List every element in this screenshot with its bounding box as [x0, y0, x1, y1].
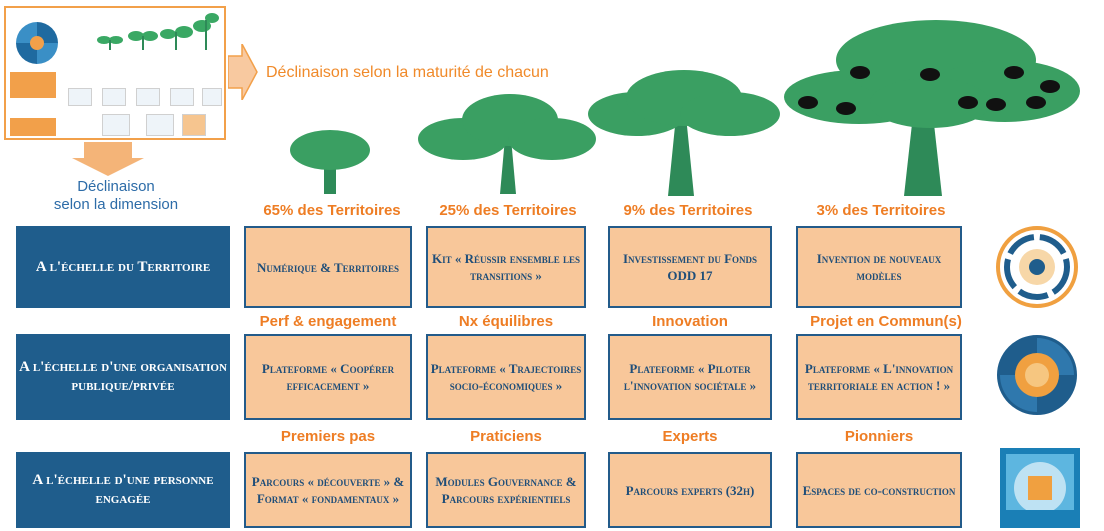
slide-thumbnail [4, 6, 226, 140]
arrow-down-head-icon [72, 158, 144, 176]
person-badge-icon [1000, 448, 1080, 528]
cell: Investissement du Fonds ODD 17 [608, 226, 772, 308]
cell: Kit « Réussir ensemble les transitions » [426, 226, 586, 308]
column-header: 9% des Territoires [623, 202, 753, 219]
thumbnail-orange-block [10, 72, 56, 98]
cell: Plateforme « L'innovation territoriale e… [796, 334, 962, 420]
cell: Plateforme « Trajectoires socio-économiq… [426, 334, 586, 420]
row-subheader: Pionniers [844, 428, 914, 445]
fruit-icon [986, 98, 1006, 111]
maturity-caption: Déclinaison selon la maturité de chacun [266, 64, 549, 81]
cell: Modules Gouvernance & Parcours expérient… [426, 452, 586, 528]
fruit-icon [850, 66, 870, 79]
partner-logo-icon [68, 88, 92, 106]
column-header: 65% des Territoires [263, 202, 401, 219]
arrow-down-icon [84, 142, 132, 158]
fruit-icon [836, 102, 856, 115]
arrow-right-icon [228, 44, 258, 100]
row-subheader: Experts [662, 428, 718, 445]
fruit-icon [920, 68, 940, 81]
cell: Parcours experts (32h) [608, 452, 772, 528]
thumbnail-orange-block-small [10, 118, 56, 136]
cell: Plateforme « Piloter l'innovation sociét… [608, 334, 772, 420]
organisation-badge-icon [995, 333, 1079, 417]
fruit-icon [958, 96, 978, 109]
cell: Parcours « découverte » & Format « fonda… [244, 452, 412, 528]
partner-logo-icon [136, 88, 160, 106]
sprouts-icon [97, 13, 219, 50]
fruit-icon [798, 96, 818, 109]
cell: Numérique & Territoires [244, 226, 412, 308]
row-subheader: Nx équilibres [458, 313, 554, 330]
partner-logo-icon [202, 88, 222, 106]
partner-logo-icon [102, 114, 130, 136]
column-header: 25% des Territoires [439, 202, 577, 219]
row-subheader: Praticiens [470, 428, 542, 445]
fruit-icon [1040, 80, 1060, 93]
row-label-territoire: A l'échelle du Territoire [16, 226, 230, 308]
fruit-icon [1004, 66, 1024, 79]
partner-logo-icon [102, 88, 126, 106]
wheel-icon [16, 22, 58, 64]
column-header: 3% des Territoires [816, 202, 946, 219]
partner-logo-icon [182, 114, 206, 136]
row-label-personne: A l'échelle d'une personne engagée [16, 452, 230, 528]
dimension-caption-line1: Déclinaison [77, 178, 155, 195]
row-subheader: Projet en Commun(s) [810, 313, 962, 330]
row-subheader: Perf & engagement [259, 313, 397, 330]
fruit-icon [1026, 96, 1046, 109]
row-label-organisation: A l'échelle d'une organisation publique/… [16, 334, 230, 420]
territory-badge-icon [996, 226, 1078, 308]
row-subheader: Innovation [652, 313, 728, 330]
dimension-caption-line2: selon la dimension [53, 196, 179, 213]
cell: Invention de nouveaux modèles [796, 226, 962, 308]
cell: Espaces de co-construction [796, 452, 962, 528]
partner-logo-icon [170, 88, 194, 106]
dimension-caption: Déclinaison selon la dimension [36, 178, 196, 214]
partner-logo-icon [146, 114, 174, 136]
row-subheader: Premiers pas [280, 428, 376, 445]
cell: Plateforme « Coopérer efficacement » [244, 334, 412, 420]
